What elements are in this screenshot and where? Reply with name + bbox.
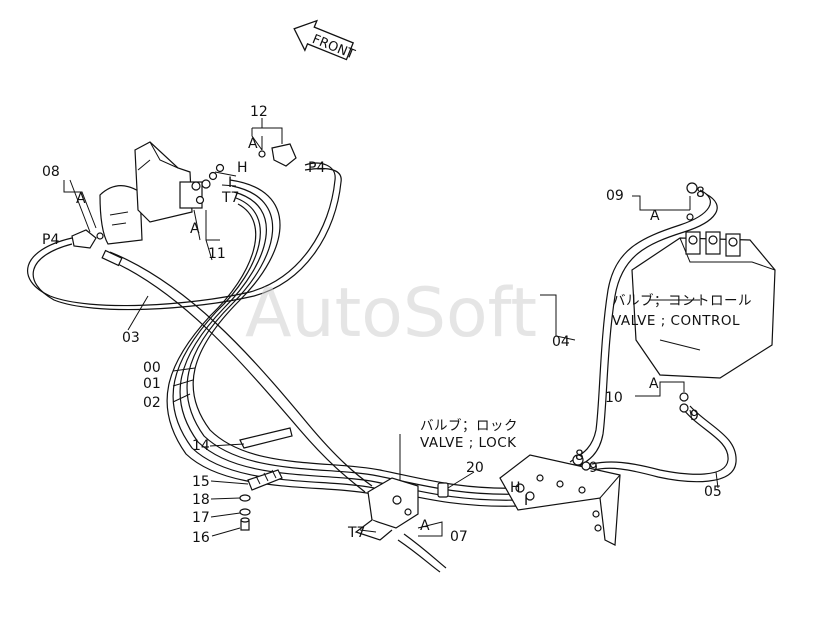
control-valve <box>631 231 776 379</box>
label-t7-low: T7 <box>347 525 365 541</box>
label-15: 15 <box>192 474 210 490</box>
label-18: 18 <box>192 492 210 508</box>
label-07: 07 <box>450 529 468 545</box>
front-label: FRONT <box>310 32 357 63</box>
lock-valve <box>354 477 419 541</box>
label-16: 16 <box>192 530 210 546</box>
label-h-top: H <box>237 160 248 176</box>
label-08: 08 <box>42 164 60 180</box>
bolt-16 <box>240 517 250 531</box>
pilot-valve-block <box>99 141 225 245</box>
label-10: 10 <box>605 390 623 406</box>
label-a-mid: A <box>190 221 200 237</box>
label-9-right: 9 <box>690 408 699 424</box>
label-lock-en: VALVE ; LOCK <box>420 435 517 451</box>
label-t7-top: T7 <box>221 190 239 206</box>
clamp-15 <box>247 469 283 491</box>
label-11: 11 <box>208 246 226 262</box>
bracket-plate <box>499 454 621 546</box>
label-a-top: A <box>248 136 258 152</box>
label-9-low: 9 <box>589 460 598 476</box>
label-control-en: VALVE ; CONTROL <box>612 313 740 329</box>
washer-18 <box>239 494 251 502</box>
hose-long-diagonal <box>101 249 373 493</box>
label-a-right-mid: A <box>649 376 659 392</box>
fitting-10 <box>679 392 689 402</box>
label-04: 04 <box>552 334 570 350</box>
label-02: 02 <box>143 395 161 411</box>
hose-03 <box>26 162 336 307</box>
label-i-top: I <box>228 175 232 191</box>
hose-05 <box>591 405 737 483</box>
label-03: 03 <box>122 330 140 346</box>
label-8-right: 8 <box>696 185 705 201</box>
label-i-low: I <box>524 493 528 509</box>
label-14: 14 <box>192 438 210 454</box>
label-a-right-top: A <box>650 208 660 224</box>
hose-bundle-00-01-02 <box>166 179 521 507</box>
label-05: 05 <box>704 484 722 500</box>
hose-04 <box>569 189 718 469</box>
leader-lines <box>63 118 719 537</box>
label-00: 00 <box>143 360 161 376</box>
watermark: AutoSoft <box>245 274 537 353</box>
washer-17 <box>239 508 251 516</box>
label-control-jp: バルブ；コントロール <box>612 292 752 309</box>
bracket-14 <box>239 427 293 449</box>
label-12: 12 <box>250 104 268 120</box>
label-09: 09 <box>606 188 624 204</box>
label-p4-top: P4 <box>308 160 325 176</box>
label-p4-left: P4 <box>42 232 59 248</box>
elbow-fitting-left <box>71 229 104 249</box>
label-lock-jp: バルブ；ロック <box>420 417 518 434</box>
front-arrow: FRONT <box>293 19 357 63</box>
elbow-fitting-top <box>258 143 297 167</box>
label-17: 17 <box>192 510 210 526</box>
label-h-low: H <box>510 480 521 496</box>
clamp-20 <box>437 482 449 498</box>
label-01: 01 <box>143 376 161 392</box>
label-a-left: A <box>76 191 86 207</box>
label-8-low: 8 <box>575 448 584 464</box>
label-a-low: A <box>420 518 430 534</box>
fitting-8-top <box>686 182 698 194</box>
label-20: 20 <box>466 460 484 476</box>
